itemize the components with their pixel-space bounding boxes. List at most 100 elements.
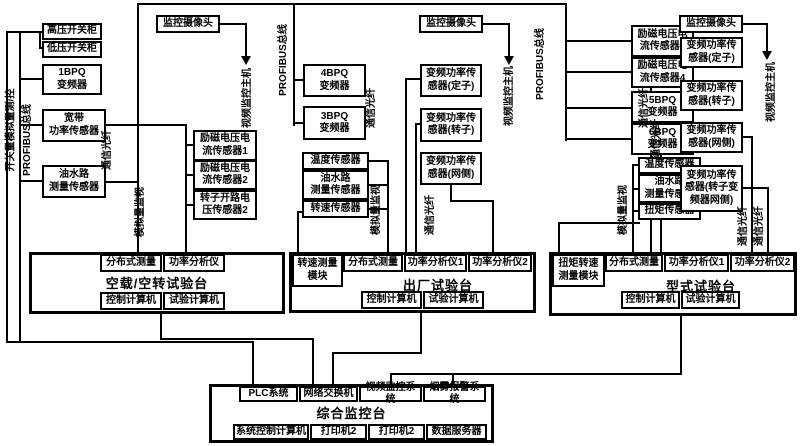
console-title: 综合监控台 (209, 403, 494, 422)
profibus-center-vlabel: PROFIBUS总线 (278, 24, 289, 96)
rotor-c-drop (415, 123, 417, 255)
console-switch-box: 网络交换机 (299, 386, 358, 402)
switchgear-drop (39, 31, 41, 49)
p2-to-switch-h (332, 352, 422, 354)
speed-module-link (297, 211, 306, 213)
camera-right-box: 监控摄像头 (679, 15, 743, 33)
p3-test-pc-label: 试验计算机 (685, 293, 736, 305)
broadband-power-sensor-label: 宽带 功率传感器 (49, 113, 99, 137)
excit2-stub (187, 174, 194, 176)
fiber-right2-vlabel: 通信光纤 (651, 119, 662, 159)
console-printer2-box: 打印机2 (368, 424, 425, 440)
lv-link (39, 47, 43, 49)
camera-right-drop (766, 23, 768, 51)
profibus-right-line (565, 3, 567, 141)
temp-c-stub (369, 160, 387, 162)
temp-sensor-right-label: 温度传感器 (644, 159, 695, 171)
oil-water-sensor-left-label: 油水路 测量传感器 (49, 169, 99, 193)
analog-left-vlabel: 模拟量监视 (135, 187, 146, 237)
excit4-link (567, 71, 632, 73)
torque-module-link (558, 222, 640, 224)
p1-distributed-label: 分布式测量 (106, 256, 156, 268)
excitation-sensor1-box: 励磁电压电 流传感器1 (193, 130, 257, 161)
p3-smoke-drop (452, 373, 454, 386)
p1-title-text: 空载/空转试验台 (105, 276, 209, 291)
console-printer2-label: 打印机2 (378, 425, 415, 437)
p2-analyzer1-label: 功率分析仪1 (407, 256, 464, 268)
bpq6-label: 6BPQ 变频器 (647, 126, 678, 151)
console-plc-label: PLC系统 (248, 387, 289, 399)
io-measure-vlabel: 开关量模拟量测/控 (5, 88, 17, 172)
bpq6-link (567, 138, 632, 140)
grid-r-drop (751, 136, 753, 255)
camera-right-link (742, 23, 768, 25)
temp-sensor-center-box: 温度传感器 (302, 152, 369, 170)
torque-sensor-label: 扭矩传感器 (644, 205, 695, 217)
p1-to-switch-h (160, 338, 314, 340)
center-sensor-trunk (387, 160, 389, 255)
p2-switch-drop (332, 352, 334, 386)
temp-sensor-center-label: 温度传感器 (310, 154, 361, 166)
console-plc-box: PLC系统 (239, 386, 298, 402)
rotor-c-link (415, 123, 422, 125)
vf-power-stator-right-label: 变频功率传 感器(定子) (686, 40, 737, 64)
p3-torque-module-label: 扭矩转速 测量模块 (558, 258, 599, 282)
torque-r-stub (632, 210, 640, 212)
analog-right-vlabel: 模拟量监视 (618, 185, 629, 235)
p1-distributed-box: 分布式测量 (100, 254, 162, 272)
stator-c-drop (405, 78, 407, 255)
p1-control-pc-label: 控制计算机 (106, 294, 156, 306)
vf-power-rotor-center-label: 变频功率传 感器(转子) (426, 112, 476, 137)
p2-speed-module-box: 转速测量 模块 (292, 254, 343, 287)
vf-power-rotor-grid-right-box: 变频功率传 感器(转子变 频器网侧) (680, 165, 743, 212)
p2-speed-module-label: 转速测量 模块 (297, 258, 338, 282)
oil-r-stub (632, 188, 640, 190)
p2-distributed-box: 分布式测量 (343, 254, 403, 272)
bpq4-label: 4BPQ 变频器 (319, 68, 350, 92)
p1-analyzer-box: 功率分析仪 (163, 254, 225, 272)
profibus-left-vlabel: PROFIBUS总线 (22, 104, 33, 176)
console-data-server-box: 数据服务器 (426, 424, 487, 440)
lv-switchgear-label: 低压开关柜 (47, 43, 97, 55)
excitation-sensor1-label: 励磁电压电 流传感器1 (200, 133, 250, 157)
grid-c-link (450, 200, 494, 202)
right-sensor-trunk (632, 164, 634, 255)
speed-c-stub (369, 208, 387, 210)
speed-sensor-label: 转速传感器 (310, 202, 361, 214)
p3-control-pc-label: 控制计算机 (625, 293, 676, 305)
p3-title: 型式试验台 (605, 276, 797, 295)
video-host-right-vlabel: 视频监控主机 (766, 62, 777, 122)
p3-analyzer1-label: 功率分析仪1 (668, 256, 725, 268)
excitation-sensor2-box: 励磁电压电 流传感器2 (193, 160, 257, 190)
p3-analyzer2-box: 功率分析仪2 (730, 254, 795, 272)
broadband-link (104, 124, 187, 126)
excitation-sensor4-label: 励磁电压电 流传感器4 (637, 60, 688, 84)
bpq1-converter-box: 1BPQ 变频器 (42, 64, 102, 95)
p2-test-pc-label: 试验计算机 (428, 293, 479, 305)
console-sys-pc-box: 系统控制计算机 (233, 424, 309, 440)
p2-analyzer1-box: 功率分析仪1 (404, 254, 467, 272)
p2-down (420, 313, 422, 354)
p3-torque-module-box: 扭矩转速 测量模块 (552, 254, 605, 287)
lv-switchgear-box: 低压开关柜 (42, 41, 102, 58)
grid-r-link (743, 136, 753, 138)
camera-center-box: 监控摄像头 (419, 15, 483, 33)
p3-distributed-label: 分布式测量 (609, 256, 659, 268)
profibus-left-line (19, 31, 21, 343)
rotor-open-stub (187, 204, 194, 206)
video-arrow-right (762, 51, 772, 60)
bpq4-converter-box: 4BPQ 变频器 (303, 64, 366, 97)
oil-water-sensor-center-box: 油水路 测量传感器 (302, 170, 369, 200)
p3-distributed-box: 分布式测量 (605, 254, 663, 272)
oil-left-link (104, 181, 139, 183)
oil-water-sensor-center-label: 油水路 测量传感器 (310, 172, 361, 197)
torque-module-drop (558, 222, 560, 255)
console-data-server-label: 数据服务器 (431, 425, 482, 437)
io-bus-line (6, 31, 8, 343)
grid-c-drop2 (492, 200, 494, 255)
p1-test-pc-box: 试验计算机 (163, 292, 225, 310)
console-printer1-box: 打印机2 (310, 424, 367, 440)
oil-c-stub (369, 184, 387, 186)
bpq4-link (293, 79, 305, 81)
bpq1-label: 1BPQ 变频器 (57, 67, 87, 91)
